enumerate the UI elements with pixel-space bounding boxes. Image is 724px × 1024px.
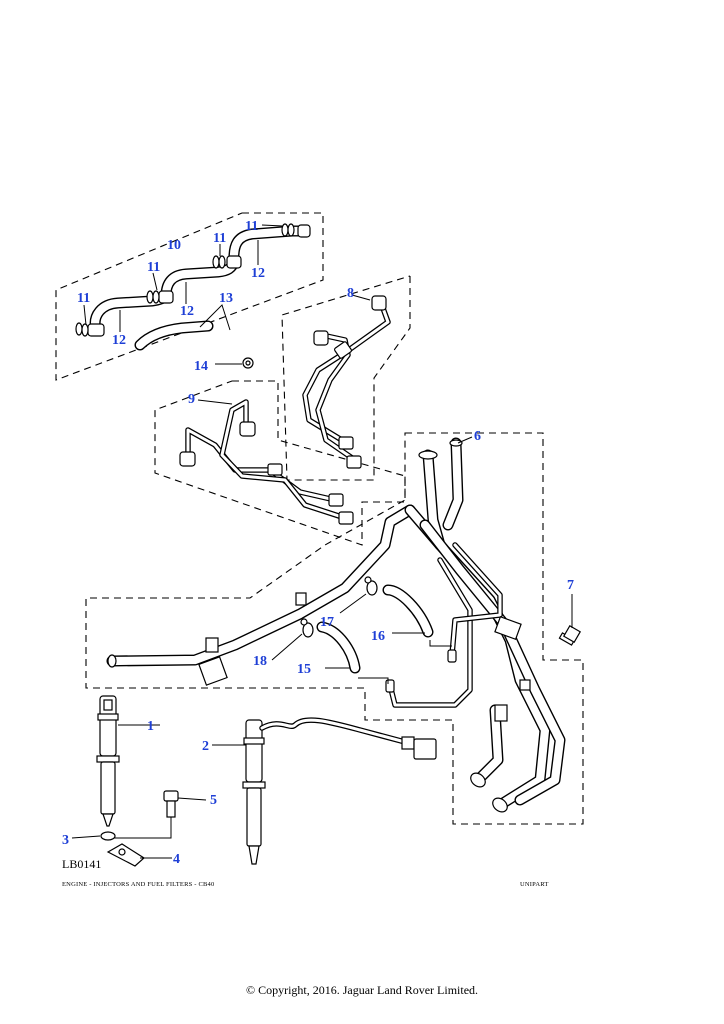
callout-14[interactable]: 14 (194, 359, 208, 374)
callout-8[interactable]: 8 (347, 286, 354, 301)
callout-3[interactable]: 3 (62, 833, 69, 848)
callout-13[interactable]: 13 (219, 291, 233, 306)
injector-clamp-4[interactable] (106, 843, 145, 867)
diagram-reference-code: LB0141 (62, 857, 102, 871)
fuel-hose-16[interactable] (382, 584, 434, 638)
injector-pipe-set-9[interactable] (179, 399, 354, 525)
fuel-hose-15[interactable] (316, 621, 361, 674)
callout-2[interactable]: 2 (202, 739, 209, 754)
group-boundary-injector-pipes-9 (154, 380, 406, 546)
callout-12a[interactable]: 12 (112, 333, 126, 348)
injector-pipe-set-8[interactable] (302, 295, 391, 469)
callout-4[interactable]: 4 (173, 852, 180, 867)
diagram-section-title: ENGINE - INJECTORS AND FUEL FILTERS - CB… (62, 881, 215, 888)
leak-off-pipe-assembly[interactable] (75, 223, 311, 351)
clamp-bolt-5[interactable] (163, 790, 179, 818)
hose-clip-18[interactable] (300, 618, 314, 638)
callout-18[interactable]: 18 (253, 654, 267, 669)
callout-16[interactable]: 16 (371, 629, 385, 644)
group-boundary-injector-pipes-8 (281, 275, 411, 481)
injector-1[interactable] (96, 695, 120, 827)
fuel-pipe-assembly[interactable] (106, 437, 566, 815)
callout-11b[interactable]: 11 (147, 260, 160, 275)
callout-9[interactable]: 9 (188, 392, 195, 407)
callout-11c[interactable]: 11 (213, 231, 226, 246)
callout-10[interactable]: 10 (167, 238, 181, 253)
callout-5[interactable]: 5 (210, 793, 217, 808)
callout-1[interactable]: 1 (147, 719, 154, 734)
callout-6[interactable]: 6 (474, 429, 481, 444)
callout-11d[interactable]: 11 (245, 219, 258, 234)
group-boundary-fuel-pipes-6 (85, 432, 584, 825)
callout-7[interactable]: 7 (567, 578, 574, 593)
callout-11a[interactable]: 11 (77, 291, 90, 306)
bolt-7[interactable] (558, 624, 582, 646)
supplier-label: UNIPART (520, 881, 549, 888)
leader-lines (71, 224, 573, 859)
callout-12b[interactable]: 12 (180, 304, 194, 319)
callout-15[interactable]: 15 (297, 662, 311, 677)
hose-clip-17[interactable] (364, 576, 378, 596)
copyright-notice: © Copyright, 2016. Jaguar Land Rover Lim… (245, 983, 479, 997)
callout-12c[interactable]: 12 (251, 266, 265, 281)
group-boundary-leak-off (55, 212, 324, 381)
sealing-washer-3[interactable] (100, 831, 116, 841)
injector-2-with-sensor[interactable] (242, 717, 437, 865)
callout-17[interactable]: 17 (320, 615, 334, 630)
